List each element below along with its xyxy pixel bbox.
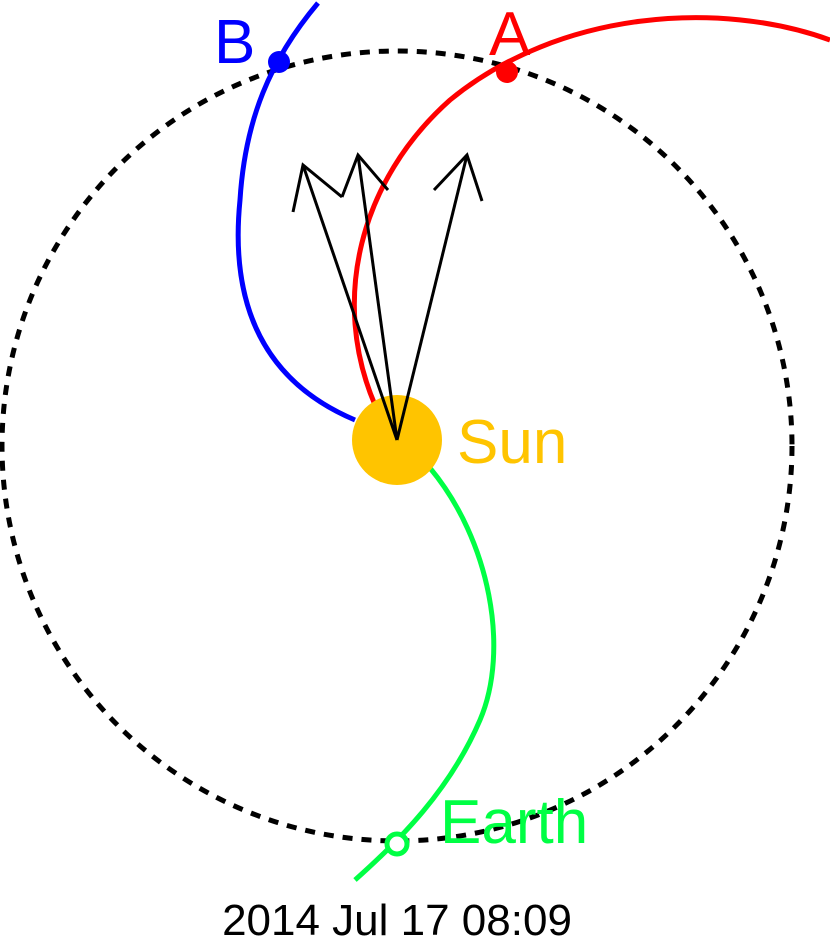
spacecraft-a-marker — [496, 61, 518, 83]
earth-orbit-circle — [0, 48, 795, 844]
spacecraft-b-marker — [268, 51, 290, 73]
earth-marker — [384, 831, 410, 857]
spacecraft-a-label: A — [489, 0, 531, 69]
arrow-middle — [340, 152, 399, 441]
arrow-left — [291, 162, 399, 441]
spacecraft-b-label: B — [214, 8, 255, 77]
timestamp-label: 2014 Jul 17 08:09 — [222, 896, 572, 937]
spacecraft-a-field-line — [351, 15, 830, 406]
spacecraft-b-field-line — [235, 1, 356, 423]
arrow-right — [395, 152, 484, 441]
earth-label: Earth — [440, 788, 588, 857]
sun-label: Sun — [457, 408, 567, 477]
direction-arrows — [291, 152, 484, 441]
